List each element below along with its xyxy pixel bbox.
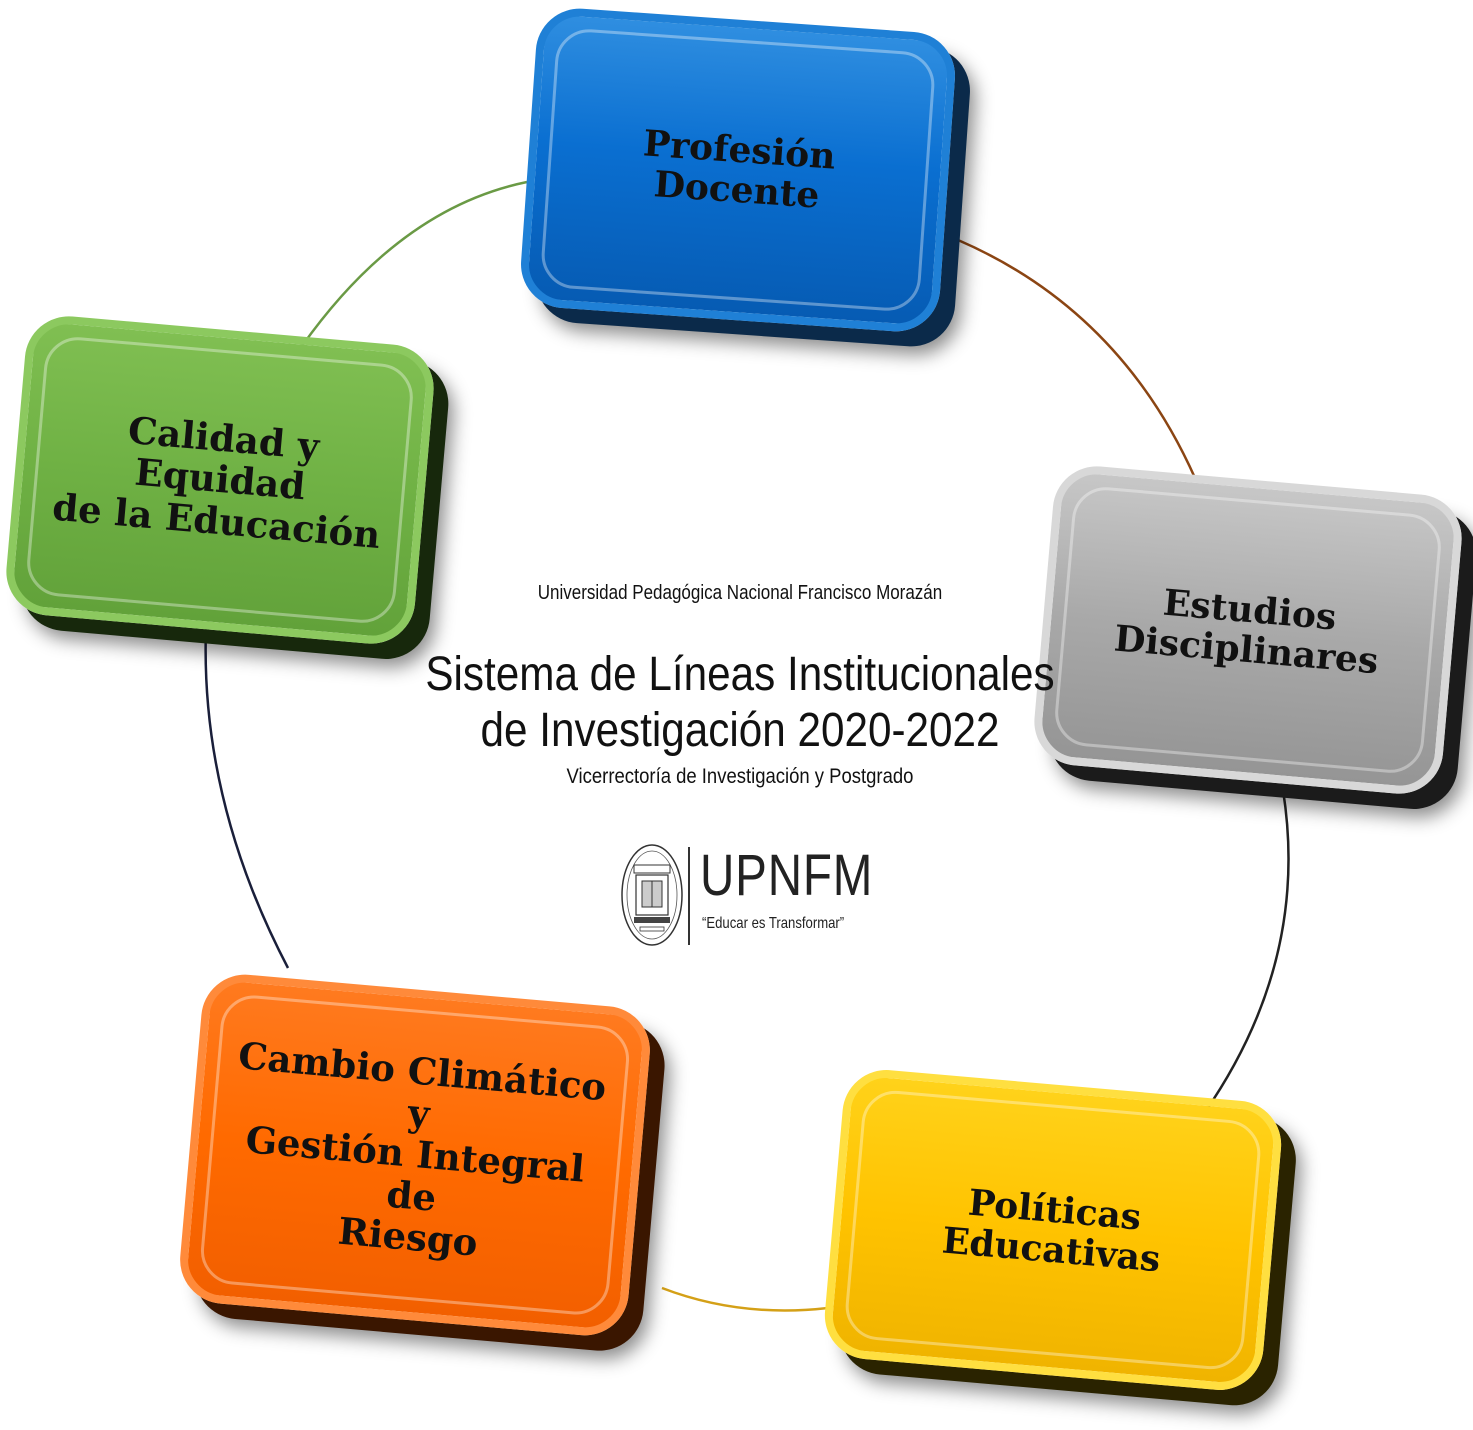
upnfm-logo: UPNFM “Educar es Transformar”	[620, 843, 880, 953]
line-label-cambio-climatico: Cambio Climático y Gestión Integral de R…	[236, 1033, 609, 1265]
logo-motto: “Educar es Transformar”	[702, 915, 845, 932]
university-seal-icon	[621, 844, 683, 946]
line-label-politicas-educativas: Políticas Educativas	[940, 1181, 1163, 1281]
line-label-profesion-docente: Profesión Docente	[641, 122, 837, 217]
line-box-profesion-docente: Profesión Docente	[518, 5, 958, 335]
connector-politicas-cambio	[661, 1286, 829, 1312]
connector-profesion-estudios	[957, 238, 1197, 479]
system-title: Sistema de Líneas Institucionales de Inv…	[425, 648, 1055, 757]
logo-wordmark: UPNFM	[700, 843, 874, 908]
university-name: Universidad Pedagógica Nacional Francisc…	[537, 582, 943, 604]
center-title-block: Universidad Pedagógica Nacional Francisc…	[380, 582, 1100, 789]
line-label-calidad-equidad: Calidad y Equidad de la Educación	[50, 407, 383, 557]
logo-divider	[688, 847, 690, 945]
line-box-politicas-educativas: Políticas Educativas	[821, 1066, 1285, 1394]
vice-rectory-subtitle: Vicerrectoría de Investigación y Postgra…	[566, 765, 914, 788]
line-box-calidad-equidad: Calidad y Equidad de la Educación	[2, 312, 438, 648]
connector-estudios-politicas	[1203, 789, 1290, 1113]
line-label-estudios-disciplinares: Estudios Disciplinares	[1112, 581, 1381, 683]
connector-cambio-calidad	[204, 627, 290, 969]
connector-calidad-profesion	[300, 180, 528, 347]
line-box-cambio-climatico: Cambio Climático y Gestión Integral de R…	[176, 971, 654, 1339]
